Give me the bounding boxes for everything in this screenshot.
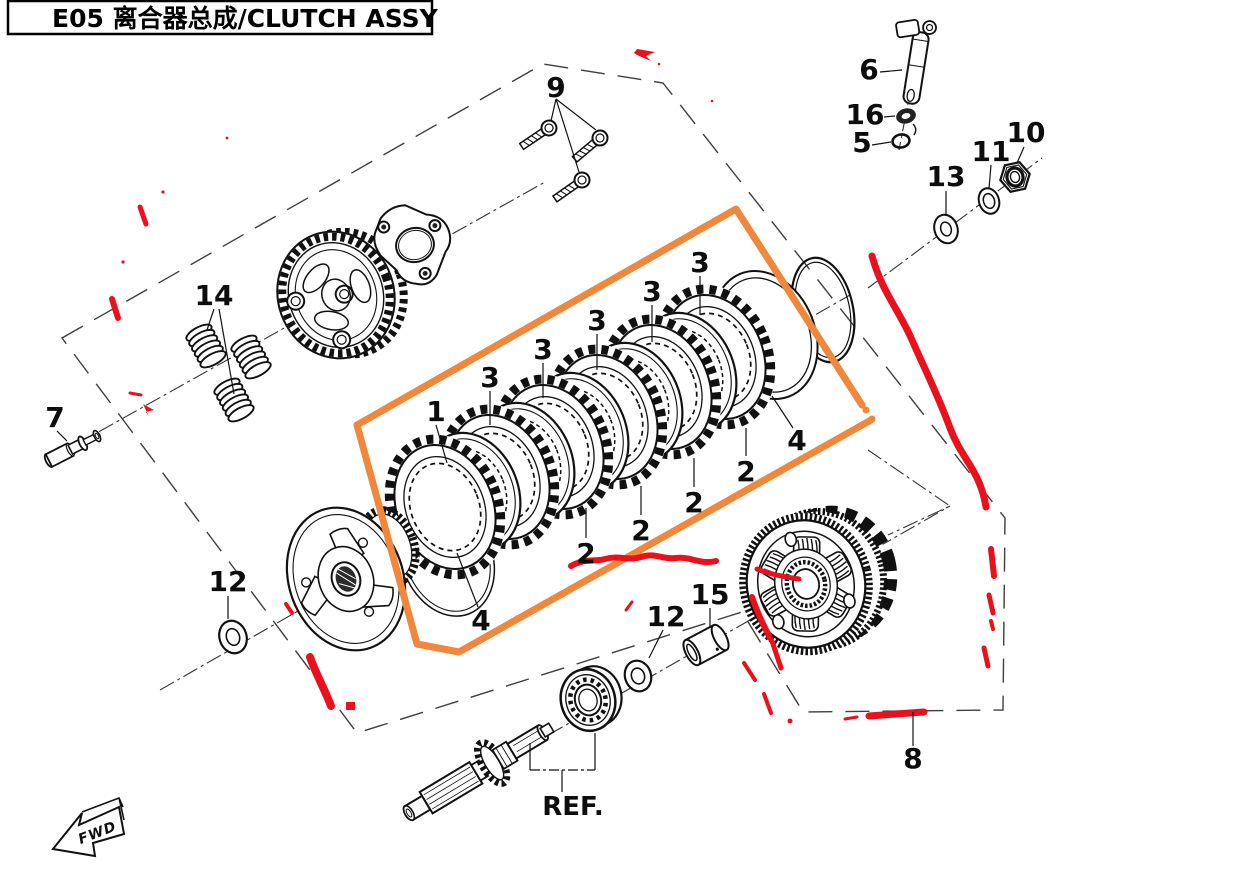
callout-10: 10	[1007, 116, 1046, 149]
clutch-springs	[183, 320, 274, 426]
callout-2c: 2	[684, 486, 703, 519]
circlip-5	[891, 133, 911, 149]
callout-4-right: 4	[787, 424, 806, 457]
washer-13	[933, 213, 959, 245]
clutch-plate-stack	[363, 266, 797, 617]
transmission-shaft	[402, 722, 555, 822]
release-lever	[895, 18, 937, 105]
callout-labels: 9 6 16 5 13 11 10 14 7 1 3 3 3 3 3 2 2 2…	[45, 53, 1045, 822]
bearing	[559, 665, 623, 732]
bolt-group	[516, 116, 612, 207]
washer-12-left	[218, 619, 248, 655]
callout-1: 1	[426, 395, 445, 428]
callout-4-left: 4	[471, 604, 490, 637]
highlight-box	[353, 205, 876, 656]
gasket	[373, 204, 452, 286]
washer-12-bottom	[623, 659, 653, 693]
callout-3c: 3	[587, 304, 606, 337]
pressure-plate	[276, 227, 408, 360]
callout-3b: 3	[533, 333, 552, 366]
callout-14: 14	[195, 279, 234, 312]
callout-8: 8	[903, 742, 922, 775]
callout-13: 13	[927, 160, 966, 193]
fwd-arrow: FWD	[51, 796, 126, 858]
callout-12-bottom: 12	[647, 600, 686, 633]
callout-11: 11	[972, 135, 1011, 168]
pushrod-7	[43, 429, 102, 468]
callout-2d: 2	[736, 455, 755, 488]
callout-7: 7	[45, 401, 64, 434]
exploded-view-boundary	[60, 63, 1006, 734]
clip-tail	[912, 123, 917, 136]
callout-3e: 3	[690, 246, 709, 279]
clutch-center-disc	[285, 506, 407, 652]
callout-12-left: 12	[209, 565, 248, 598]
callout-2b: 2	[631, 514, 650, 547]
callout-16: 16	[846, 98, 885, 131]
red-annotation-marks	[109, 49, 997, 724]
callout-15: 15	[691, 578, 730, 611]
washer-11	[977, 187, 1001, 215]
spacer-15	[682, 623, 730, 667]
page-title: E05 离合器总成/CLUTCH ASSY	[52, 4, 439, 33]
callout-6: 6	[859, 53, 878, 86]
lever-washer-16	[896, 108, 916, 124]
callout-3d: 3	[642, 275, 661, 308]
title-block: E05 离合器总成/CLUTCH ASSY	[6, 0, 439, 36]
callout-9: 9	[546, 71, 565, 104]
ref-label: REF.	[542, 792, 604, 822]
clutch-basket	[739, 505, 898, 656]
hex-nut-10	[999, 161, 1031, 193]
callout-3a: 3	[480, 361, 499, 394]
leader-lines	[56, 69, 1025, 792]
callout-5: 5	[852, 126, 871, 159]
callout-2a: 2	[576, 537, 595, 570]
